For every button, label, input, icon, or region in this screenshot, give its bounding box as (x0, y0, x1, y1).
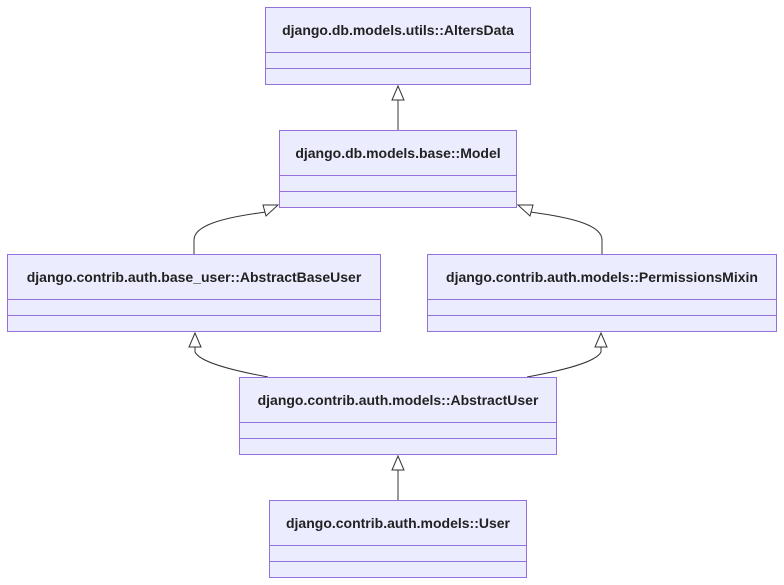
edge-abstractuser-to-abstractbaseuser (188, 331, 269, 378)
class-name-abstractbaseuser: django.contrib.auth.base_user::AbstractB… (26, 269, 362, 285)
class-name-abstractuser: django.contrib.auth.models::AbstractUser (257, 392, 539, 408)
class-name-user: django.contrib.auth.models::User (285, 515, 510, 531)
class-box-altersdata: django.db.models.utils::AltersData (265, 7, 531, 85)
edge-model-to-altersdata (391, 84, 405, 130)
class-box-user: django.contrib.auth.models::User (269, 500, 527, 578)
class-name-altersdata: django.db.models.utils::AltersData (282, 22, 514, 38)
methods-divider (270, 561, 526, 562)
class-box-model: django.db.models.base::Model (279, 130, 517, 208)
methods-divider (266, 68, 530, 69)
attributes-divider (428, 299, 776, 300)
methods-divider (428, 315, 776, 316)
edge-abstractbaseuser-to-model (193, 204, 280, 254)
class-box-abstractuser: django.contrib.auth.models::AbstractUser (239, 377, 557, 455)
edge-user-to-abstractuser (391, 454, 405, 500)
methods-divider (280, 191, 516, 192)
attributes-divider (280, 175, 516, 176)
attributes-divider (266, 52, 530, 53)
class-box-permissionsmixin: django.contrib.auth.models::PermissionsM… (427, 254, 777, 332)
class-name-model: django.db.models.base::Model (295, 145, 501, 161)
attributes-divider (8, 299, 380, 300)
methods-divider (8, 315, 380, 316)
edge-abstractuser-to-permissionsmixin (526, 331, 608, 378)
methods-divider (240, 438, 556, 439)
attributes-divider (240, 422, 556, 423)
attributes-divider (270, 545, 526, 546)
class-box-abstractbaseuser: django.contrib.auth.base_user::AbstractB… (7, 254, 381, 332)
edge-permissionsmixin-to-model (516, 204, 603, 254)
class-name-permissionsmixin: django.contrib.auth.models::PermissionsM… (446, 269, 758, 285)
